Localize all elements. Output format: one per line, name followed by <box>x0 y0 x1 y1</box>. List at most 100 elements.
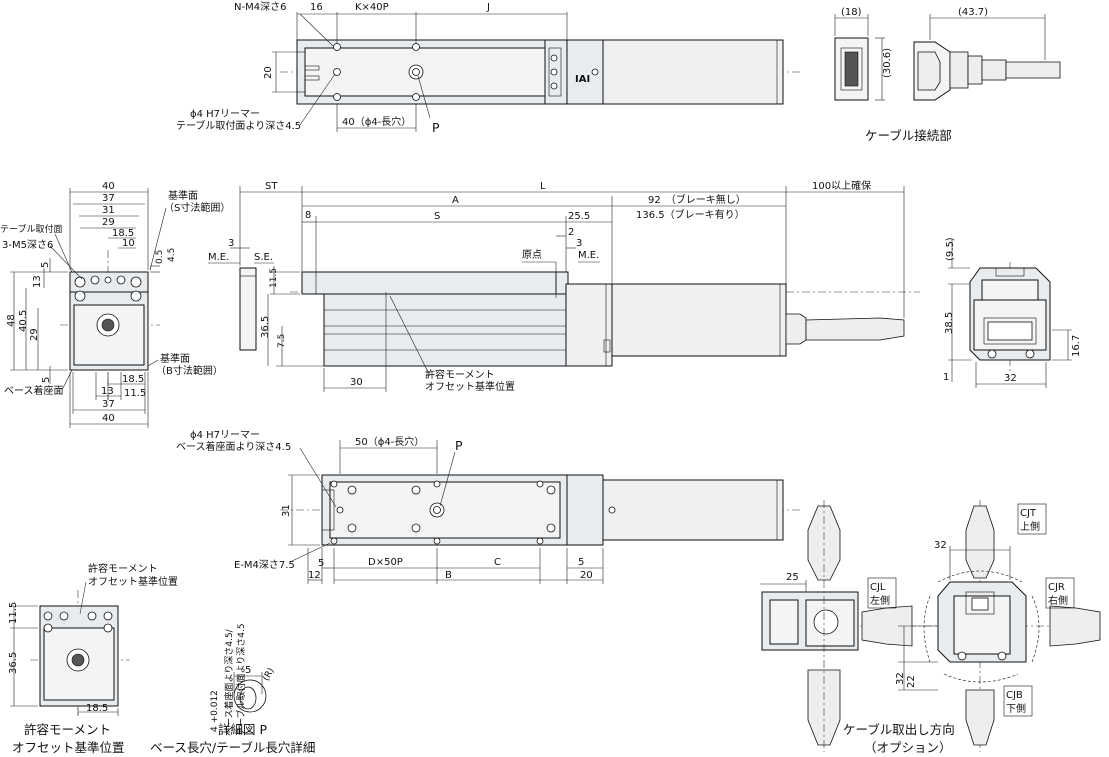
caption-cable-dir-1: ケーブル取出し方向 <box>843 722 955 737</box>
dim-16: 16 <box>310 2 323 13</box>
label-cjb: CJB <box>1006 690 1023 701</box>
label-ref-b-1: 基準面 <box>160 352 190 365</box>
label-origin: 原点 <box>522 249 542 261</box>
detail-p-marker: P <box>432 120 440 135</box>
dim-s: S <box>434 211 440 222</box>
dim-ev-18-5: 18.5 <box>112 228 134 239</box>
caption-moment-1: 許容モーメント <box>24 722 111 737</box>
svg-text:IAI: IAI <box>575 74 590 85</box>
dim-ev-37: 37 <box>102 193 115 204</box>
label-mv-moment-1: 許容モーメント <box>88 562 158 575</box>
label-detail-r: (R) <box>261 666 276 683</box>
label-reamer-1: ϕ4 H7リーマー <box>190 109 260 120</box>
detail-p-marker-2: P <box>455 438 463 453</box>
label-moment-2: オフセット基準位置 <box>425 380 515 393</box>
side-view: ST L 100以上確保 A 92 （ブレーキ無し） 136.5（ブレーキ有り）… <box>208 179 920 393</box>
label-ref-s-2: （S寸法範囲） <box>164 201 230 214</box>
label-table-surface: テーブル取付面 <box>0 223 62 235</box>
dim-ev-40-5: 40.5 <box>18 310 29 332</box>
dim-38-5: 38.5 <box>944 312 955 334</box>
dim-3a: 3 <box>228 238 234 249</box>
dim-20: 20 <box>263 66 274 79</box>
dim-cd-32v: 32 <box>895 672 906 685</box>
caption-cable-dir-2: （オプション） <box>864 740 952 755</box>
dim-18: (18) <box>841 7 862 18</box>
label-mv-moment-2: オフセット基準位置 <box>88 575 178 588</box>
dim-a: A <box>452 195 459 206</box>
dim-ev-11-5: 11.5 <box>124 388 146 399</box>
dim-mv-18-5: 18.5 <box>86 703 108 714</box>
dim-3b: 3 <box>576 238 582 249</box>
label-me-left: M.E. <box>208 252 229 263</box>
dim-dx50p: D×50P <box>368 557 403 568</box>
cable-direction: 25 32 CJT 上側 CJL 左側 CJR 右側 CJB 下側 <box>760 500 1101 755</box>
caption-detail-1: 詳細図 P <box>218 722 267 737</box>
dim-25-5: 25.5 <box>568 211 590 222</box>
dim-ev-18-5b: 18.5 <box>122 374 144 385</box>
dim-ev-48: 48 <box>6 314 17 327</box>
dim-bv-31: 31 <box>281 504 292 517</box>
dim-mv-11-5: 11.5 <box>8 602 19 624</box>
dim-ev-5a: 5 <box>40 262 51 268</box>
caption-moment-2: オフセット基準位置 <box>12 740 125 755</box>
dim-43-7: (43.7) <box>958 7 988 18</box>
end-view: 40 37 31 29 18.5 10 基準面 （S寸法範囲） テーブル取付面 … <box>0 181 230 428</box>
bottom-view: ϕ4 H7リーマー ベース着座面より深さ4.5 50（ϕ4-長穴） P 31 E… <box>176 430 800 584</box>
dim-ev-37b: 37 <box>102 399 115 410</box>
dim-ev-0-5: 0.5 <box>155 250 165 264</box>
label-cjl-side: 左側 <box>870 594 890 607</box>
label-cjl: CJL <box>870 582 886 593</box>
label-bv-reamer-1: ϕ4 H7リーマー <box>190 430 260 441</box>
dim-mv-36-5: 36.5 <box>8 652 19 674</box>
label-m5: 3-M5深さ6 <box>2 239 53 251</box>
dim-ev-31: 31 <box>102 205 115 216</box>
dim-32: 32 <box>1004 373 1017 384</box>
dim-cd-32: 32 <box>934 540 947 551</box>
dim-ev-29: 29 <box>102 217 115 228</box>
cable-joint-caption: ケーブル接続部 <box>865 128 952 143</box>
label-cjt-side: 上側 <box>1020 520 1040 533</box>
label-se: S.E. <box>254 252 273 263</box>
label-detail-tol: 4 +0.012 <box>210 690 220 732</box>
dim-9-5: (9.5) <box>945 237 956 261</box>
dim-kx40p: K×40P <box>355 2 389 13</box>
label-ref-b-2: （B寸法範囲） <box>156 364 223 377</box>
motor-end-view: (9.5) 38.5 1 16.7 32 <box>943 237 1082 388</box>
detail-p: 5 (R) 4 +0.012 ベース着座面より深さ4.5/ テーブル取付面より深… <box>150 623 315 755</box>
moment-view: 許容モーメント オフセット基準位置 11.5 36.5 18.5 許容モーメント… <box>8 562 178 755</box>
dim-l: L <box>540 181 546 192</box>
label-detail-v1: ベース着座面より深さ4.5/ <box>223 628 235 736</box>
dim-1: 1 <box>943 372 949 383</box>
dim-11-5: 11.5 <box>269 268 279 288</box>
dim-ev-13b: 13 <box>101 386 114 397</box>
dim-brake-1: 92 （ブレーキ無し） <box>648 193 746 206</box>
label-cjr: CJR <box>1048 582 1065 593</box>
label-moment-1: 許容モーメント <box>425 368 495 381</box>
dim-36-5: 36.5 <box>260 316 271 338</box>
dim-bv-20: 20 <box>580 570 593 581</box>
dim-bv-12: 12 <box>308 570 321 581</box>
dim-2: 2 <box>568 227 574 238</box>
label-n-m4: N-M4深さ6 <box>234 1 286 13</box>
dim-8: 8 <box>305 210 311 221</box>
top-view: IAI 16 K×40P J N-M4深さ6 20 ϕ4 H7リーマー テーブル… <box>176 1 800 135</box>
dim-ev-40b: 40 <box>102 413 115 424</box>
dim-ev-4-5: 4.5 <box>167 248 177 262</box>
dim-30-6: (30.6) <box>882 48 893 78</box>
dim-bv-5b: 5 <box>578 557 584 568</box>
label-base-surface: ベース着座面 <box>4 384 64 397</box>
label-reamer-2: テーブル取付面より深さ4.5 <box>176 119 301 132</box>
dim-7-5: 7.5 <box>277 334 287 348</box>
dim-ev-13: 13 <box>32 275 43 288</box>
dim-ev-40: 40 <box>102 181 115 192</box>
dim-50-slot: 50（ϕ4-長穴） <box>355 435 424 448</box>
caption-detail-2: ベース長穴/テーブル長穴詳細 <box>150 740 315 755</box>
dim-40-slot: 40（ϕ4-長穴） <box>342 115 411 128</box>
label-e-m4: E-M4深さ7.5 <box>234 559 295 571</box>
dim-brake-2: 136.5（ブレーキ有り） <box>636 208 745 221</box>
label-ref-s-1: 基準面 <box>168 189 198 202</box>
dim-cd-22: 22 <box>906 675 917 688</box>
dim-ev-29v: 29 <box>29 328 40 341</box>
dim-st: ST <box>265 181 278 192</box>
